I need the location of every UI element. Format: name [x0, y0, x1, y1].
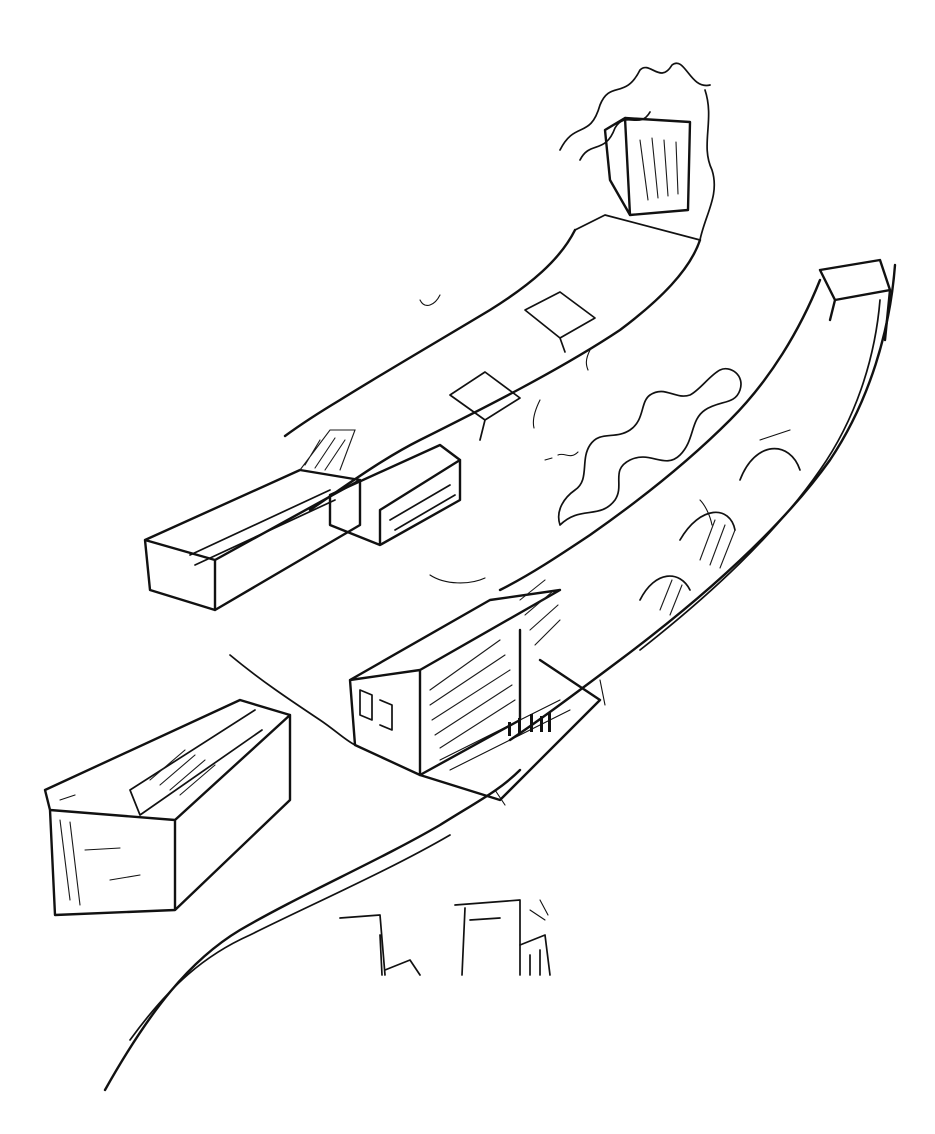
ground-line-left: [229, 654, 356, 746]
bottom-structure-3: [519, 934, 551, 976]
lower-front-windows: [359, 689, 393, 731]
upper-courtyard-2: [449, 371, 521, 441]
bottom-structure-marks: [529, 899, 549, 921]
upper-bar-outer-edge: [308, 238, 702, 512]
left-block-marks: [59, 794, 141, 881]
lower-bar-arch-hatch: [659, 519, 736, 616]
upper-wing-glass: [189, 489, 336, 566]
lower-bar-outer-edge: [508, 263, 897, 742]
upper-wing-second-box: [328, 443, 462, 547]
bottom-structure-2: [454, 899, 521, 976]
lower-front-block-hatch: [429, 639, 516, 749]
left-block-outline: [43, 698, 292, 917]
road-curve: [103, 768, 522, 1092]
forecourt-lines: [439, 699, 571, 806]
upper-bar-inner-edge: [283, 228, 577, 438]
lower-building: [348, 258, 897, 806]
lower-forecourt: [418, 658, 602, 802]
upper-bar-side-lines: [532, 349, 591, 429]
upper-tower-hatch: [639, 137, 679, 201]
people-figures: [508, 712, 551, 736]
lower-bar-arches: [639, 447, 801, 601]
left-block: [43, 698, 292, 917]
road-curve-inner: [129, 834, 451, 1041]
lower-bar-outer-edge-2: [639, 299, 881, 651]
left-block-slot: [129, 709, 263, 816]
upper-courtyard-1: [524, 291, 596, 353]
bottom-structure-1: [339, 914, 421, 976]
upper-wing-second-detail: [389, 484, 456, 531]
upper-bar-end-cap: [574, 214, 701, 241]
bottom-structures: [339, 899, 551, 976]
lower-front-upper-hatch: [519, 579, 561, 646]
lower-bar-inner-edge: [498, 278, 822, 592]
upper-building: [143, 62, 716, 612]
lower-bar-side-strokes: [599, 429, 791, 706]
lower-front-block: [348, 588, 562, 777]
left-block-hatch: [59, 749, 216, 906]
cloud-scribble: [557, 367, 742, 526]
sketch-marks-mid: [419, 294, 579, 584]
upper-tower-box: [603, 116, 692, 217]
upper-wing-hatch: [299, 429, 356, 471]
